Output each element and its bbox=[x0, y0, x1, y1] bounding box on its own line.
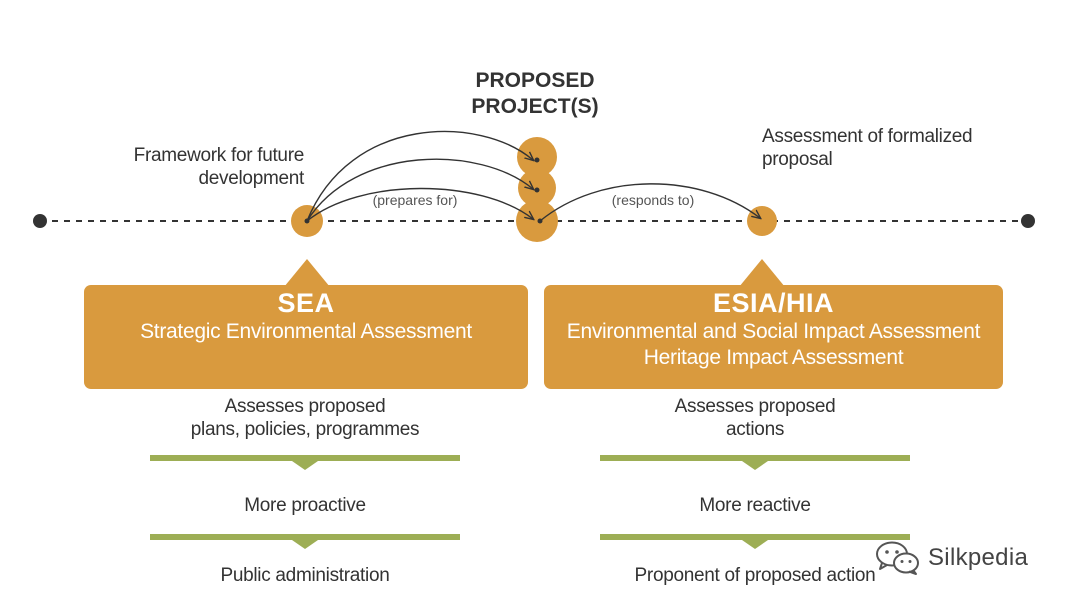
watermark-text: Silkpedia bbox=[928, 544, 1029, 571]
project-top-center bbox=[534, 157, 540, 163]
project-node-bottom bbox=[516, 200, 558, 242]
sea-divider-1 bbox=[150, 455, 460, 470]
sea-actor: Public administration bbox=[220, 565, 390, 586]
proposed-line-2: PROJECT(S) bbox=[471, 95, 599, 119]
proposed-line-1: PROPOSED bbox=[475, 69, 595, 92]
assessment-label: Assessment of formalized proposal bbox=[762, 126, 1002, 172]
timeline-start-dot bbox=[33, 214, 47, 228]
esia-box: ESIA/HIA Environmental and Social Impact… bbox=[544, 285, 1003, 389]
arc-prepares-middle bbox=[306, 158, 533, 222]
arc-responds bbox=[539, 183, 760, 222]
esia-full-name-line-1: Environmental and Social Impact Assessme… bbox=[566, 319, 981, 343]
wechat-icon bbox=[876, 541, 919, 575]
proposed-projects-label: PROPOSED PROJECT(S) bbox=[430, 68, 640, 121]
sea-assesses-line-2: plans, policies, programmes bbox=[190, 418, 420, 440]
assessment-line-1: Assessment of formalized bbox=[762, 126, 973, 147]
sea-orientation: More proactive bbox=[244, 495, 366, 516]
framework-line-1: Framework for future bbox=[133, 145, 305, 166]
prepares-for-label: (prepares for) bbox=[372, 192, 458, 208]
framework-line-2: development bbox=[198, 167, 305, 189]
assessment-node bbox=[747, 206, 777, 236]
esia-actor: Proponent of proposed action bbox=[634, 565, 876, 586]
project-middle-center bbox=[534, 187, 540, 193]
esia-full-name-line-2: Heritage Impact Assessment bbox=[643, 345, 904, 369]
esia-orientation: More reactive bbox=[699, 495, 811, 516]
sea-assesses: Assesses proposed plans, policies, progr… bbox=[150, 396, 460, 442]
framework-node-center bbox=[304, 218, 310, 224]
responds-to-label: (responds to) bbox=[611, 192, 695, 208]
arc-prepares-top bbox=[306, 130, 533, 222]
esia-acronym: ESIA/HIA bbox=[712, 288, 835, 318]
sea-acronym: SEA bbox=[277, 288, 335, 318]
project-bottom-center bbox=[537, 218, 543, 224]
sea-box: SEA Strategic Environmental Assessment bbox=[84, 285, 528, 389]
sea-divider-2 bbox=[150, 534, 460, 549]
project-node-top bbox=[517, 137, 557, 177]
esia-divider-1 bbox=[600, 455, 910, 470]
esia-assesses-line-1: Assesses proposed bbox=[674, 396, 836, 417]
sea-assesses-line-1: Assesses proposed bbox=[224, 396, 386, 417]
watermark: Silkpedia bbox=[874, 540, 1028, 576]
sea-full-name: Strategic Environmental Assessment bbox=[140, 319, 472, 343]
assessment-line-2: proposal bbox=[762, 148, 833, 170]
sea-pointer bbox=[284, 259, 330, 287]
timeline-end-dot bbox=[1021, 214, 1035, 228]
esia-assesses-line-2: actions bbox=[725, 418, 785, 440]
esia-assesses: Assesses proposed actions bbox=[600, 396, 910, 442]
arc-prepares-bottom bbox=[306, 187, 533, 222]
framework-label: Framework for future development bbox=[68, 145, 305, 191]
esia-pointer bbox=[739, 259, 785, 287]
esia-divider-2 bbox=[600, 534, 910, 549]
